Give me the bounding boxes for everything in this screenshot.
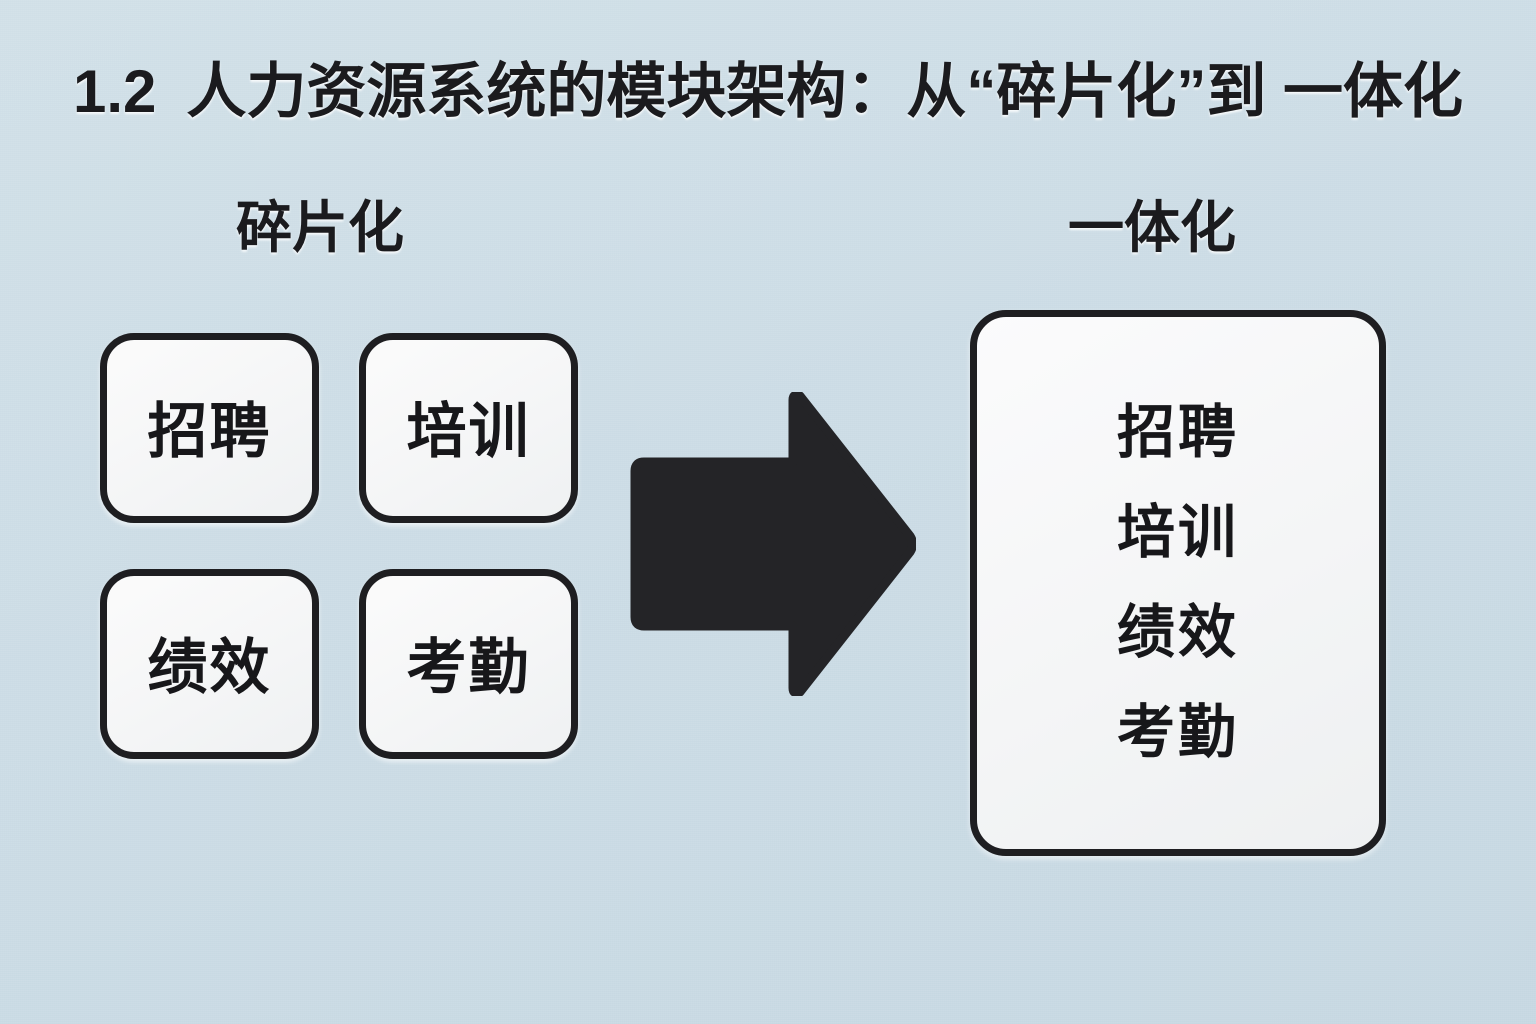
module-box-label: 招聘: [147, 398, 272, 465]
unified-item-attendance: 考勤: [1116, 700, 1239, 765]
title-text: 人力资源系统的模块架构：从“碎片化”到 一体化: [186, 58, 1464, 125]
fragmented-modules-group: 招聘 培训 绩效 考勤: [100, 333, 578, 769]
module-box-recruitment[interactable]: 招聘: [100, 333, 319, 523]
module-box-label: 培训: [406, 398, 531, 465]
unified-item-recruitment: 招聘: [1116, 400, 1239, 465]
module-box-label: 考勤: [406, 634, 531, 701]
module-box-training[interactable]: 培训: [359, 333, 578, 523]
caption-fragmented: 碎片化: [236, 196, 404, 259]
module-box-performance[interactable]: 绩效: [100, 569, 319, 759]
caption-unified: 一体化: [1068, 196, 1236, 259]
module-box-attendance[interactable]: 考勤: [359, 569, 578, 759]
unified-item-training: 培训: [1116, 500, 1239, 565]
unified-item-performance: 绩效: [1116, 600, 1239, 665]
title-number: 1.2: [72, 58, 157, 125]
module-box-label: 绩效: [147, 634, 272, 701]
unified-system-panel[interactable]: 招聘 培训 绩效 考勤: [970, 310, 1386, 856]
arrow-right-icon: [630, 392, 916, 696]
